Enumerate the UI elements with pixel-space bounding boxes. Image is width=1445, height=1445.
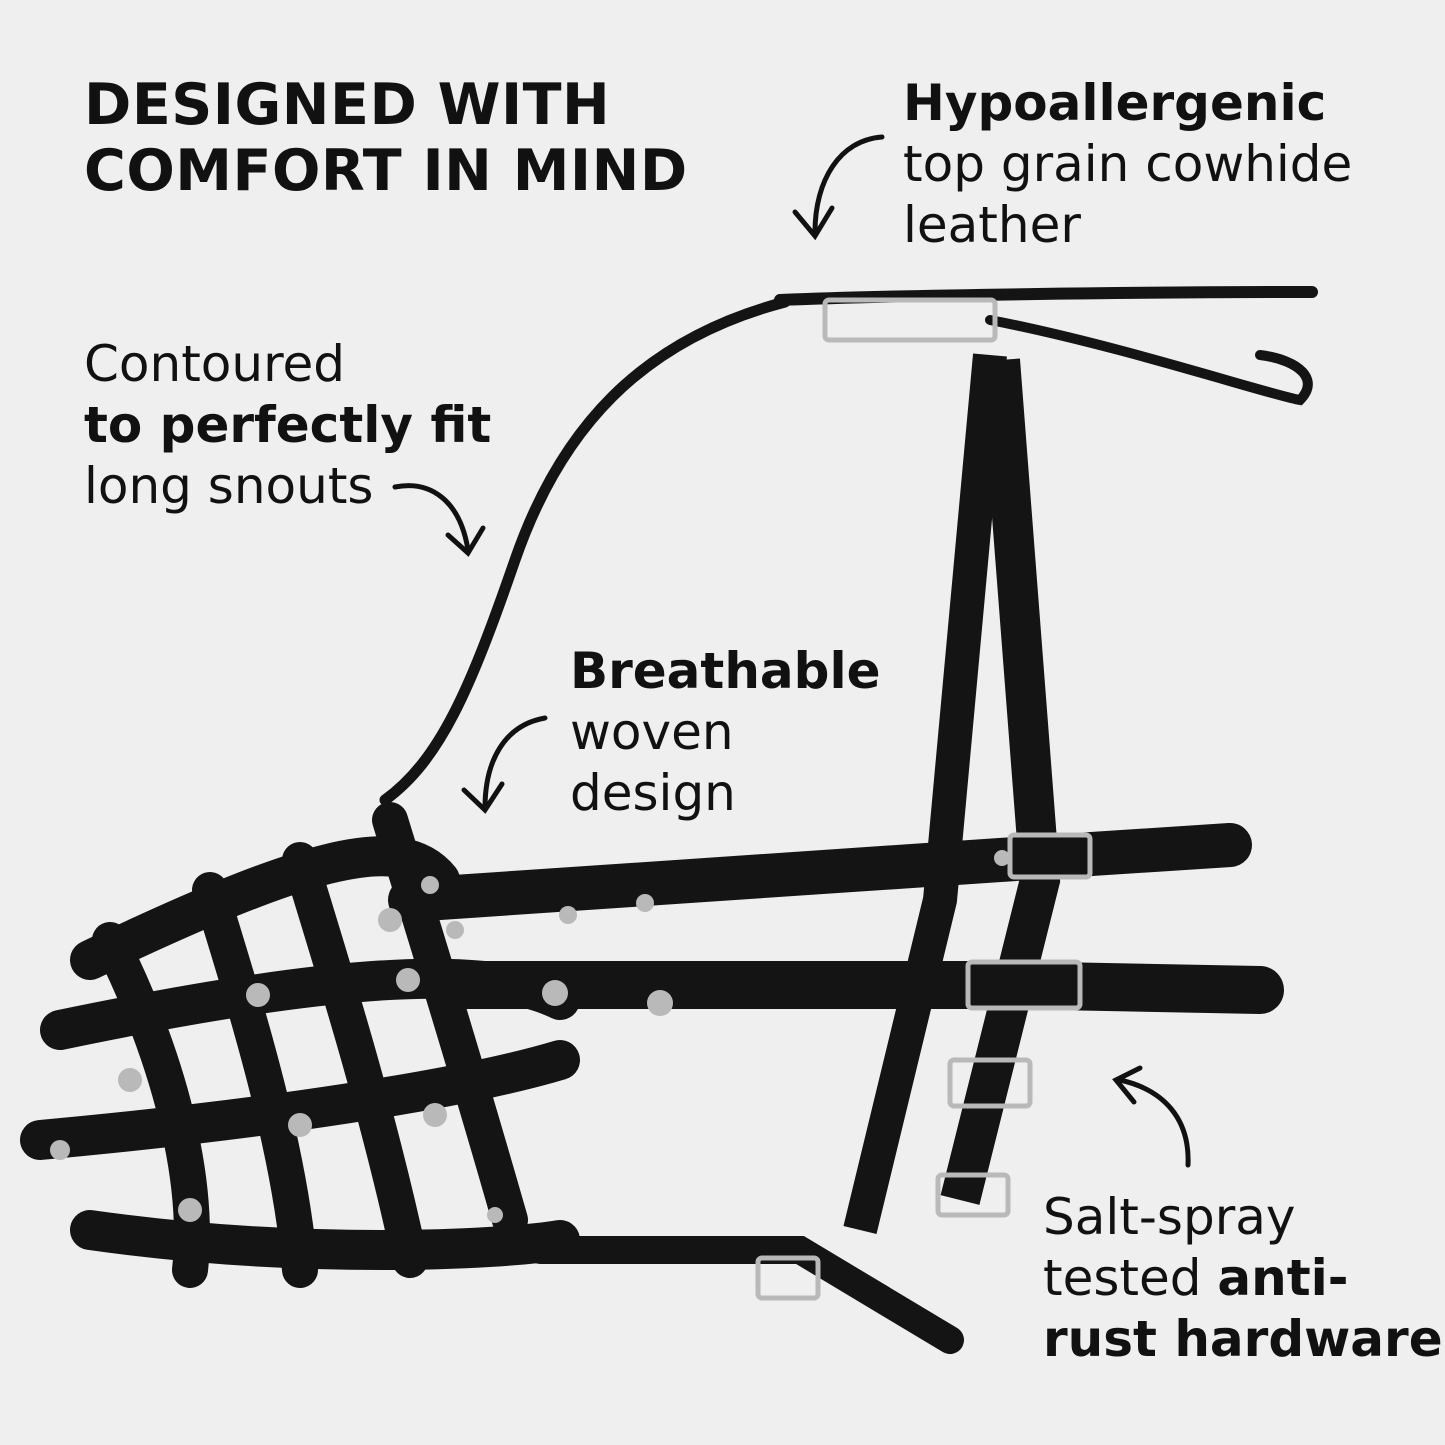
callout-salt-line-1: Salt-spray [1043,1188,1296,1246]
callout-breathable: Breathable woven design [570,641,881,824]
callout-salt-line-2-bold: anti- [1217,1249,1349,1307]
strap-loop [985,315,1313,406]
headline-line-1: DESIGNED WITH [84,72,611,138]
callout-contour-bold: to perfectly fit [84,396,492,454]
curved-arrow-icon [792,134,885,241]
contoured-strap [379,296,791,806]
callout-hypoallergenic: Hypoallergenic top grain cowhide leather [903,73,1352,256]
headline: DESIGNED WITH COMFORT IN MIND [84,72,688,204]
woven-basket [20,802,580,1288]
chin-strap [526,1236,964,1354]
callout-contour-line-3: long snouts [84,457,374,515]
callout-hypo-bold: Hypoallergenic [903,74,1327,132]
upper-strap [388,823,1252,922]
buckles [755,297,1093,1301]
callout-contour-line-1: Contoured [84,335,346,393]
callout-salt-line-2-regular: tested [1043,1249,1218,1307]
cheek-strap-back [940,358,1061,1205]
lower-strap [436,961,1284,1014]
callout-breath-line-3: design [570,764,736,822]
callout-salt-line-3: rust hardware [1043,1310,1443,1368]
callout-contoured: Contoured to perfectly fit long snouts [84,334,491,517]
curved-arrow-icon [392,483,486,557]
callout-breath-bold: Breathable [570,642,881,700]
callout-hypo-line-2: top grain cowhide [903,135,1353,193]
callout-hypo-line-3: leather [903,196,1081,254]
headline-line-2: COMFORT IN MIND [84,138,688,204]
callout-salt-spray: Salt-spray tested anti- rust hardware [1043,1187,1443,1370]
callout-salt-line-2: tested anti- [1043,1248,1443,1309]
curved-arrow-icon [1112,1065,1191,1168]
callout-breath-line-2: woven [570,703,734,761]
rivets [50,850,1010,1223]
curved-arrow-icon [461,715,548,814]
cheek-strap-front [843,353,1007,1235]
